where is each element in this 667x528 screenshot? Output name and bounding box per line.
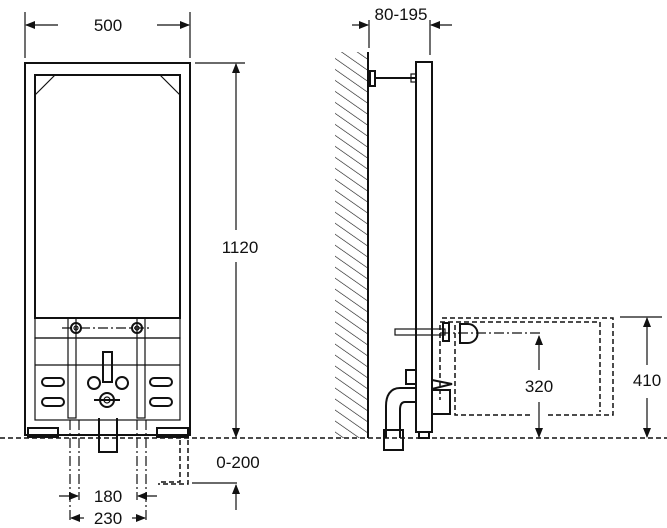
drain-elbow xyxy=(383,387,416,451)
drain-pipe xyxy=(98,418,118,453)
outlet-height-label: 320 xyxy=(525,377,553,396)
bidet-outline xyxy=(439,317,614,416)
mounting-frame xyxy=(24,62,191,453)
outer-spacing-label: 230 xyxy=(94,509,122,528)
mounting-slots xyxy=(41,377,173,407)
width-dimension: 500 xyxy=(24,12,191,58)
floor-offset-dimension: 0-200 xyxy=(158,440,260,510)
anchor-rod xyxy=(394,322,540,344)
side-view: 80-195 xyxy=(335,5,662,451)
water-supply xyxy=(405,369,453,415)
anchor-bolts xyxy=(62,322,152,334)
height-label: 1120 xyxy=(222,238,259,257)
width-label: 500 xyxy=(94,16,122,35)
front-view: 500 xyxy=(24,12,260,528)
depth-dimension: 80-195 xyxy=(352,5,452,55)
frame-profile xyxy=(369,61,433,439)
water-fittings xyxy=(87,351,129,408)
wall xyxy=(335,52,369,438)
height-dimension: 1120 xyxy=(195,62,259,438)
bidet-height-label: 410 xyxy=(633,371,661,390)
inner-spacing-label: 180 xyxy=(94,487,122,506)
spacing-dimensions: 180 230 xyxy=(59,487,157,528)
floor-offset-label: 0-200 xyxy=(216,453,259,472)
bidet-height-dimension: 410 xyxy=(620,316,662,438)
centre-lines xyxy=(69,420,147,520)
depth-label: 80-195 xyxy=(375,5,428,24)
outlet-height-dimension: 320 xyxy=(525,335,553,438)
